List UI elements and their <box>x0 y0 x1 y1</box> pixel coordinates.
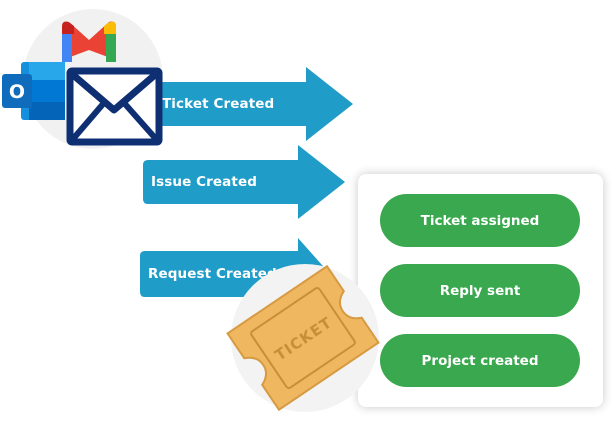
pill-project-created: Project created <box>380 334 580 387</box>
pill-label: Reply sent <box>439 282 521 299</box>
arrow-issue-created <box>143 145 345 219</box>
gmail-icon <box>62 21 116 62</box>
pill-label: Project created <box>421 352 539 369</box>
outlook-letter: O <box>9 81 25 103</box>
outlook-icon: O <box>2 62 65 120</box>
pill-reply-sent: Reply sent <box>380 264 580 317</box>
results-panel: Ticket assigned Reply sent Project creat… <box>358 174 603 407</box>
arrow-ticket-created <box>145 67 353 141</box>
arrow-label-ticket-created: Ticket Created <box>162 96 275 112</box>
pill-ticket-assigned: Ticket assigned <box>380 194 580 247</box>
arrow-label-issue-created: Issue Created <box>151 174 257 190</box>
mail-envelope-icon <box>66 67 163 146</box>
pill-label: Ticket assigned <box>420 212 540 229</box>
